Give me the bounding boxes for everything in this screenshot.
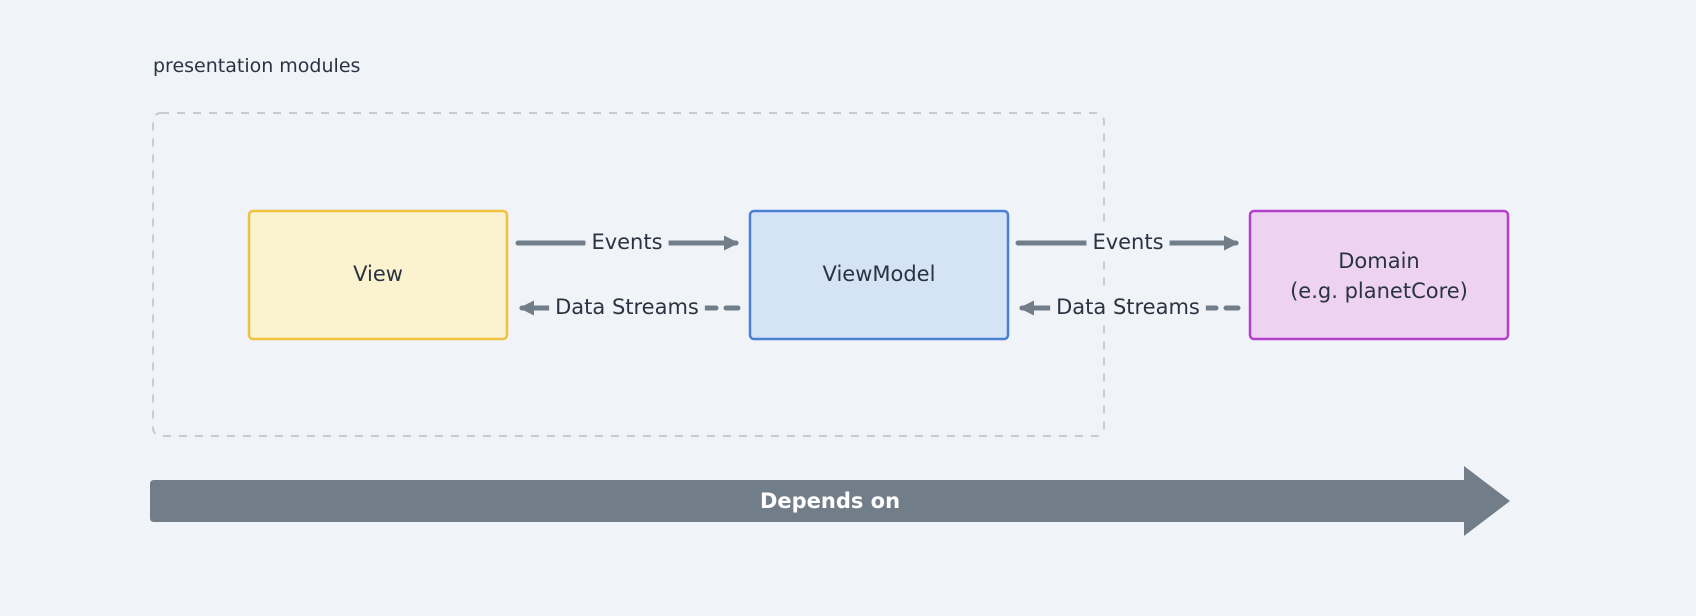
connector-label-background (585, 228, 669, 256)
data-streams-label-viewmodel-view: Data Streams (555, 295, 699, 319)
depends-on-arrow-shape (150, 466, 1510, 536)
events-connector-viewmodel-domain: Events (1015, 228, 1239, 256)
depends-on-arrow: Depends on (150, 466, 1510, 536)
domain-box (1248, 209, 1510, 341)
domain-label-line1: Domain (1338, 249, 1420, 273)
connector-label-background (549, 293, 705, 321)
data-streams-label-domain-viewmodel: Data Streams (1056, 295, 1200, 319)
viewmodel-box (748, 209, 1010, 341)
view-node: View (247, 209, 509, 341)
data-streams-connector-domain-viewmodel: Data Streams (1019, 293, 1241, 321)
domain-node: Domain (e.g. planetCore) (1248, 209, 1510, 341)
viewmodel-node: ViewModel (748, 209, 1010, 341)
viewmodel-label: ViewModel (823, 262, 936, 286)
depends-on-label: Depends on (760, 489, 900, 513)
events-connector-view-viewmodel: Events (515, 228, 739, 256)
group-label: presentation modules (153, 55, 360, 77)
connector-label-background (1086, 228, 1170, 256)
data-streams-connector-viewmodel-view: Data Streams (519, 293, 741, 321)
domain-label-line2: (e.g. planetCore) (1290, 279, 1468, 303)
presentation-modules-group (152, 112, 1105, 437)
events-label-viewmodel-domain: Events (1092, 230, 1163, 254)
view-label: View (353, 262, 403, 286)
view-box (247, 209, 509, 341)
connector-label-background (1050, 293, 1206, 321)
events-label-view-viewmodel: Events (591, 230, 662, 254)
